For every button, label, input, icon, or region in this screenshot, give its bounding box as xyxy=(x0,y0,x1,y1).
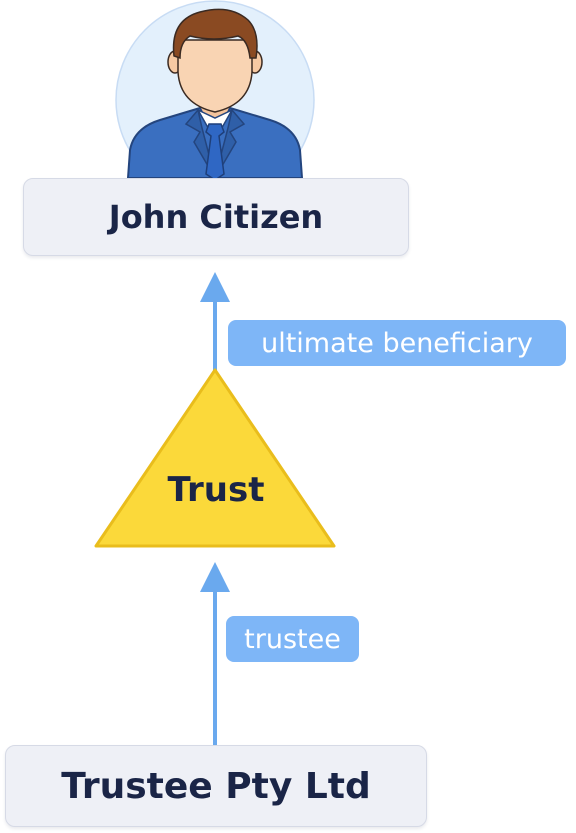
edge-label-beneficiary-text: ultimate beneficiary xyxy=(261,327,533,359)
trust-node-triangle xyxy=(94,368,336,548)
edge-label-beneficiary: ultimate beneficiary xyxy=(228,320,566,366)
edge-label-trustee: trustee xyxy=(226,616,359,662)
person-node-box: John Citizen xyxy=(23,178,409,256)
arrow-beneficiary xyxy=(200,272,230,372)
edge-label-trustee-text: trustee xyxy=(244,623,341,655)
person-node-label: John Citizen xyxy=(108,198,324,236)
trustee-company-node-label: Trustee Pty Ltd xyxy=(61,765,371,807)
trust-node-label: Trust xyxy=(167,470,265,510)
trustee-company-node-box: Trustee Pty Ltd xyxy=(5,745,427,827)
arrow-trustee xyxy=(200,562,230,745)
businessman-avatar-icon xyxy=(115,0,315,200)
